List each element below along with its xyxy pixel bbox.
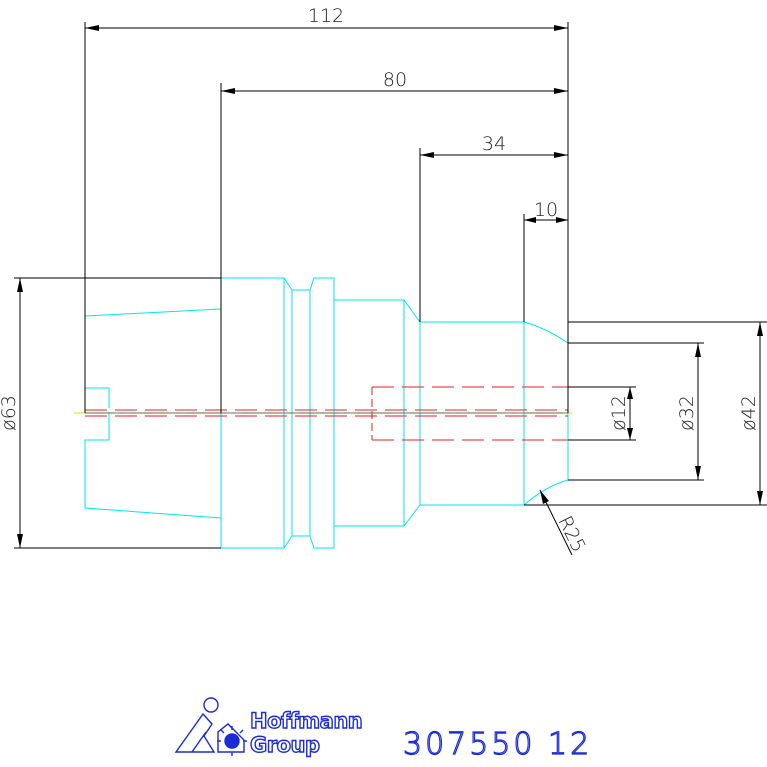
hoffmann-logo: Hoffmann Group bbox=[174, 697, 363, 758]
radius-label: R25 bbox=[554, 513, 590, 556]
radius-callout: R25 bbox=[539, 489, 590, 556]
part-number: 307550 12 bbox=[403, 727, 592, 762]
length-dimensions: 112 80 34 10 bbox=[84, 5, 569, 413]
diameter-dimensions: ø63 ø12 ø32 ø42 bbox=[0, 277, 767, 549]
dim-112-label: 112 bbox=[308, 5, 344, 27]
logo-line1: Hoffmann bbox=[250, 709, 362, 733]
dim-34-label: 34 bbox=[482, 133, 506, 155]
logo-line2: Group bbox=[250, 733, 320, 757]
logo-icon bbox=[174, 697, 247, 756]
dim-80-label: 80 bbox=[383, 69, 407, 91]
dim-42-label: ø42 bbox=[738, 395, 760, 431]
dim-12-label: ø12 bbox=[608, 395, 630, 431]
dim-63-label: ø63 bbox=[0, 395, 20, 431]
dim-32-label: ø32 bbox=[676, 395, 698, 431]
dim-10-label: 10 bbox=[534, 199, 558, 221]
